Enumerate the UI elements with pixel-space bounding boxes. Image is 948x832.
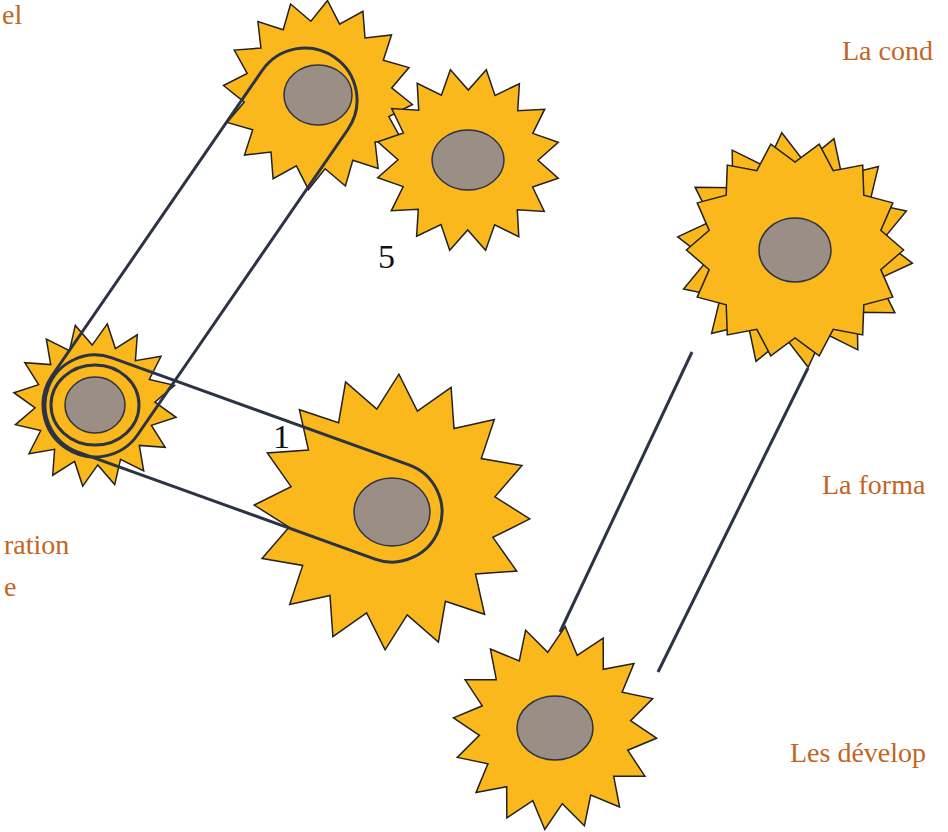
gear-hub	[432, 130, 504, 190]
gear	[454, 627, 657, 830]
belt	[43, 48, 357, 457]
belt	[560, 352, 692, 632]
gear	[686, 144, 903, 356]
gear	[14, 324, 176, 486]
gear	[254, 374, 530, 650]
gear-hub	[759, 218, 831, 282]
belt	[45, 355, 442, 562]
belt	[658, 368, 808, 672]
gear-hub	[284, 65, 352, 125]
gear	[378, 70, 559, 251]
gear	[224, 1, 413, 190]
callout-number: 1	[273, 418, 290, 455]
belt-loop	[51, 365, 139, 445]
gear-hub	[354, 478, 430, 546]
callout-number: 5	[378, 238, 395, 275]
gear-teeth	[678, 133, 913, 368]
side-label: el	[2, 0, 22, 31]
side-label: La cond	[842, 36, 933, 67]
side-label: e	[4, 572, 16, 603]
side-label: La forma	[822, 470, 925, 501]
gear-hub	[65, 377, 125, 433]
side-label: ration	[4, 530, 69, 561]
side-label: Les dévelop	[790, 738, 926, 769]
gear-hub	[517, 696, 593, 760]
